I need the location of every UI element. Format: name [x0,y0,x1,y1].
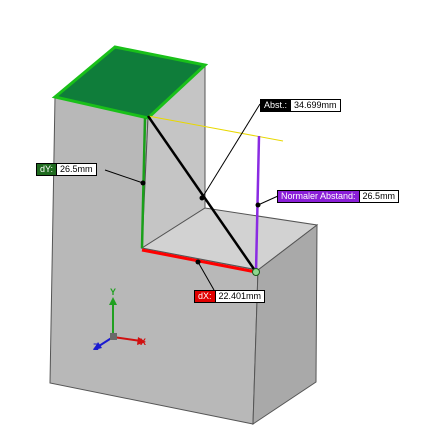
triad-origin [110,333,117,340]
dy-value: 26.5mm [56,164,96,175]
reference-triad [94,297,146,350]
triad-x-arrow [137,337,146,345]
dy-midpoint [140,180,146,186]
triad-y-label: Y [110,287,117,297]
selected-vertex[interactable] [252,268,260,276]
dx-leader [197,261,215,291]
selected-top-face[interactable] [51,45,209,120]
normal-distance-value: 26.5mm [358,191,399,202]
triad-z-arrow [94,342,102,350]
normal-leader [257,195,279,206]
extension-line [147,115,284,142]
solid-body[interactable] [49,45,319,425]
dx-value: 22.401mm [214,291,265,302]
triad-y-arrow [109,297,117,305]
dy-leader [104,169,144,184]
dx-callout[interactable]: dX: 22.401mm [194,290,266,303]
right-face[interactable] [252,223,318,425]
distance-midpoint [199,195,205,201]
distance-label: Abst.: [261,100,291,111]
triad-x-axis [112,336,142,342]
triad-z-label: Z [93,342,99,352]
dy-callout[interactable]: dY: 26.5mm [36,163,97,176]
triad-x-label: X [140,337,147,347]
dx-label: dX: [195,291,215,302]
distance-value: 34.699mm [290,100,340,111]
distance-leader [201,103,261,199]
distance-callout[interactable]: Abst.: 34.699mm [260,99,341,112]
normal-midpoint [255,202,261,208]
distance-line [146,115,258,273]
normal-distance-label: Normaler Abstand: [278,191,359,202]
normal-distance-callout[interactable]: Normaler Abstand: 26.5mm [277,190,400,203]
measurement-lines [104,103,284,291]
dy-label: dY: [37,164,57,175]
dx-midpoint [195,259,201,265]
